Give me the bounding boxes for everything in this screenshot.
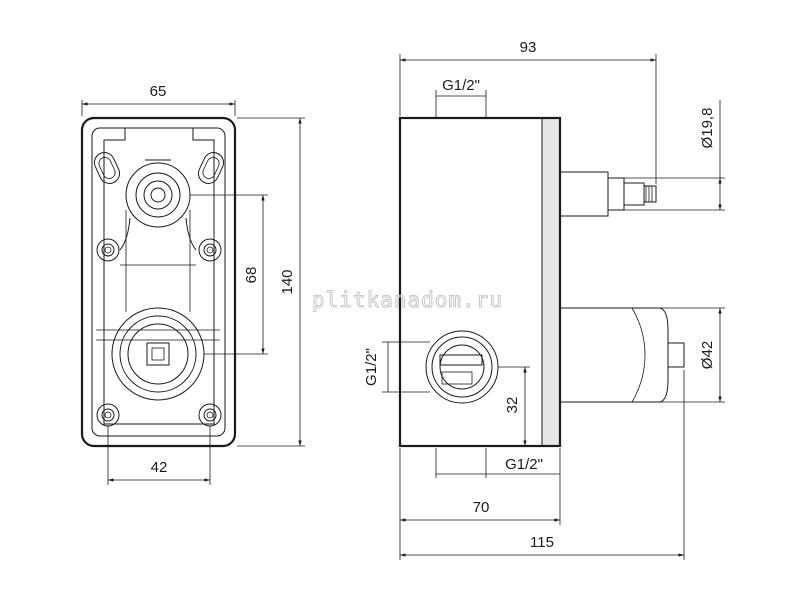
- slot-hole-left: [93, 152, 121, 184]
- front-housing-inner: [91, 127, 226, 437]
- label-bottom-thread: G1/2": [505, 456, 543, 473]
- label-93: 93: [520, 39, 537, 56]
- label-115: 115: [530, 534, 554, 551]
- slot-hole-right: [197, 152, 225, 184]
- label-cap-diameter: Ø42: [699, 341, 716, 369]
- label-top-thread: G1/2": [442, 77, 480, 94]
- label-65: 65: [150, 83, 167, 100]
- side-outlet: [425, 330, 499, 404]
- lower-cap: [560, 307, 685, 403]
- front-housing-outer: [80, 116, 237, 448]
- watermark: plitkanadom.ru: [312, 288, 503, 312]
- label-stem-diameter: Ø19,8: [699, 108, 716, 149]
- side-view: 93 G1/2" Ø19,8 Ø42 G1/2" 32 G1/2": [363, 39, 725, 560]
- upper-valve: [119, 159, 197, 251]
- front-inner-recess: [103, 127, 215, 425]
- front-view: 65 140 68 42: [80, 83, 305, 485]
- label-side-thread: G1/2": [363, 348, 380, 386]
- screw-bottom-left: [96, 403, 120, 427]
- screw-bottom-right: [198, 403, 222, 427]
- label-140: 140: [279, 269, 296, 294]
- screw-mid-right: [198, 238, 222, 262]
- lower-valve: [111, 307, 205, 401]
- label-32: 32: [504, 397, 521, 414]
- screw-mid-left: [96, 238, 120, 262]
- rib-lines: [96, 329, 220, 341]
- channel-lines: [120, 210, 196, 312]
- label-68: 68: [243, 267, 260, 284]
- side-face-shading: [542, 118, 560, 446]
- side-body: [398, 116, 562, 448]
- label-42: 42: [151, 459, 168, 476]
- label-70: 70: [473, 499, 490, 516]
- top-stem: [559, 171, 657, 217]
